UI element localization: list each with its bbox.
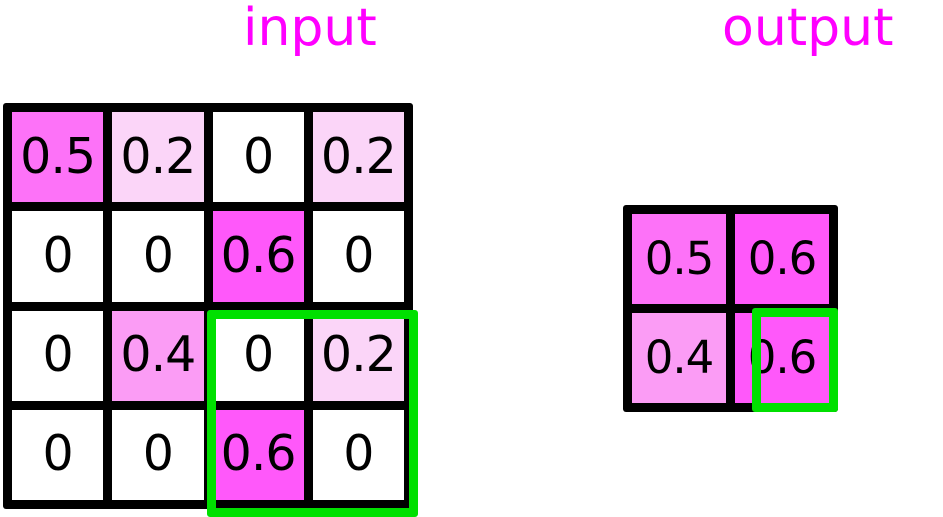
input-matrix-cell-value: 0 bbox=[142, 226, 174, 284]
input-matrix-cell-value: 0.2 bbox=[320, 127, 397, 185]
input-matrix-cell: 0 bbox=[12, 409, 104, 500]
input-matrix-cell-value: 0.2 bbox=[320, 326, 397, 384]
input-matrix-cell: 0 bbox=[312, 409, 404, 500]
input-matrix-cell-value: 0 bbox=[343, 226, 374, 284]
input-label: input bbox=[243, 0, 377, 58]
output-matrix-cell: 0.6 bbox=[735, 313, 829, 403]
input-matrix-cell: 0.6 bbox=[212, 211, 304, 302]
input-matrix-cell-value: 0 bbox=[42, 326, 74, 384]
output-matrix-grid: 0.5 0.6 0.4 0.6 bbox=[623, 205, 838, 412]
input-matrix-cell: 0.6 bbox=[212, 409, 304, 500]
input-matrix-cell: 0.5 bbox=[12, 112, 104, 203]
output-matrix-cell: 0.5 bbox=[632, 214, 726, 304]
input-matrix-cell: 0.4 bbox=[112, 310, 204, 401]
input-matrix-cell: 0 bbox=[112, 409, 204, 500]
input-matrix-cell-value: 0 bbox=[243, 326, 274, 384]
input-matrix-cell: 0 bbox=[312, 211, 404, 302]
output-matrix-cell-value: 0.6 bbox=[747, 330, 818, 384]
input-matrix-cell-value: 0 bbox=[42, 226, 74, 284]
input-matrix-cell: 0.2 bbox=[312, 310, 404, 401]
input-matrix-cell-value: 0 bbox=[42, 425, 74, 483]
input-matrix-cell: 0 bbox=[212, 310, 304, 401]
input-matrix-cell-value: 0 bbox=[142, 425, 174, 483]
output-matrix-cell-value: 0.5 bbox=[644, 231, 715, 285]
input-matrix-cell-value: 0 bbox=[343, 425, 374, 483]
input-matrix-cell-value: 0.6 bbox=[220, 226, 297, 284]
input-matrix-cell: 0.2 bbox=[312, 112, 404, 203]
output-matrix-cell: 0.6 bbox=[735, 214, 829, 304]
output-matrix-cell: 0.4 bbox=[632, 313, 726, 403]
input-matrix-cell-value: 0.6 bbox=[220, 425, 297, 483]
input-matrix-cell-value: 0.5 bbox=[20, 127, 96, 185]
input-matrix-grid: 0.5 0.2 0 0.2 0 0 0.6 0 0 0.4 0 0.2 0 0 0.6 0 bbox=[3, 103, 413, 509]
input-matrix-cell: 0.2 bbox=[112, 112, 204, 203]
output-matrix-cell-value: 0.6 bbox=[747, 231, 818, 285]
input-matrix-cell: 0 bbox=[12, 211, 104, 302]
output-matrix-cell-value: 0.4 bbox=[644, 330, 715, 384]
input-matrix-cell-value: 0.2 bbox=[120, 127, 196, 185]
output-label: output bbox=[722, 0, 894, 58]
input-matrix-cell: 0 bbox=[212, 112, 304, 203]
input-matrix-cell: 0 bbox=[112, 211, 204, 302]
input-matrix-cell-value: 0 bbox=[243, 127, 274, 185]
input-matrix-cell: 0 bbox=[12, 310, 104, 401]
input-matrix-cell-value: 0.4 bbox=[120, 326, 196, 384]
